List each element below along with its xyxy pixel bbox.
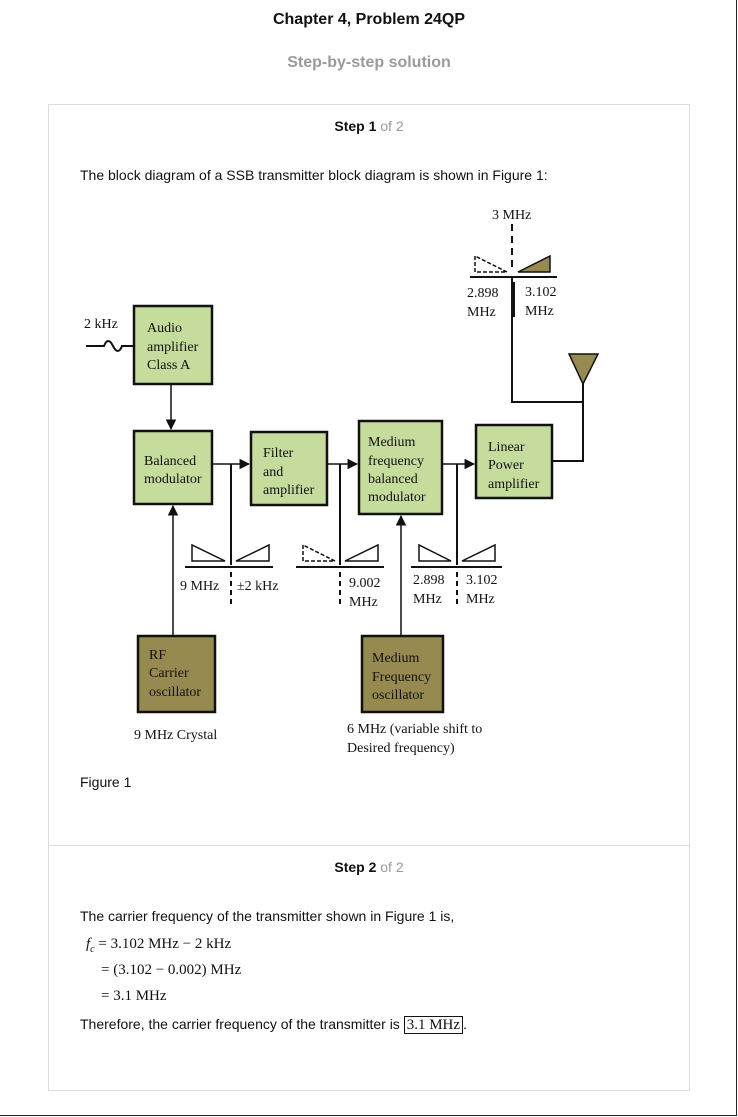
page-subtitle: Step-by-step solution (287, 54, 451, 71)
balanced-modulator-block (132, 429, 214, 506)
mf-balanced-modulator-label: Medium frequency balanced modulator (368, 435, 427, 505)
balanced-modulator-label: Balanced modulator (144, 454, 202, 487)
filter-amplifier-label: Filter and amplifier (263, 446, 315, 498)
step-divider (48, 845, 690, 846)
step-1-intro: The block diagram of a SSB transmitter b… (80, 167, 548, 183)
page-title: Chapter 4, Problem 24QP (272, 11, 466, 28)
step-1-label: Step 1 of 2 (48, 118, 690, 134)
conclusion-text: Therefore, the carrier frequency of the … (80, 1016, 400, 1032)
audio-amplifier-label: Audio amplifier Class A (147, 321, 202, 373)
step-1-of: of 2 (380, 118, 404, 134)
antenna-icon (567, 353, 600, 386)
equation-line-1: fc = 3.102 MHz − 2 kHz (86, 936, 231, 955)
sine-wave-icon (86, 340, 134, 352)
rf-oscillator-note: 9 MHz Crystal (134, 728, 217, 743)
equation-line-2: = (3.102 − 0.002) MHz (101, 962, 242, 978)
mf-balanced-modulator-block (357, 419, 444, 516)
figure-caption: Figure 1 (80, 774, 132, 790)
solution-card (48, 104, 690, 1091)
eq-subscript-c: c (90, 944, 95, 955)
output-spectrum-labels: 2.898 MHz 3.102 MHz (467, 285, 560, 320)
answer-box: 3.1 MHz (403, 1016, 464, 1034)
eq-1-rhs: = 3.102 MHz − 2 kHz (98, 936, 232, 952)
mf-oscillator-block (360, 634, 445, 714)
equation-line-3: = 3.1 MHz (101, 988, 167, 1004)
step-2-number: Step 2 (334, 859, 377, 875)
step-2-intro: The carrier frequency of the transmitter… (80, 908, 455, 924)
step-2-label: Step 2 of 2 (48, 859, 690, 875)
conclusion-end: . (463, 1016, 467, 1032)
filter-amplifier-block (249, 430, 329, 507)
eq-symbol-f: f (86, 936, 91, 952)
mf-oscillator-label: Medium Frequency oscillator (372, 651, 435, 703)
step-2-of: of 2 (380, 859, 404, 875)
input-freq-label: 2 kHz (84, 317, 118, 332)
mf-oscillator-note: 6 MHz (variable shift to Desired frequen… (347, 722, 486, 756)
step-2-conclusion: Therefore, the carrier frequency of the … (80, 1016, 467, 1034)
spectrum-3-labels: 2.898 MHz 3.102 MHz (413, 573, 501, 607)
spectrum-2-labels: 9.002 MHz (349, 576, 384, 610)
output-center-freq: 3 MHz (492, 208, 531, 223)
rf-carrier-oscillator-label: RF Carrier oscillator (149, 648, 201, 700)
linear-power-amplifier-label: Linear Power amplifier (488, 440, 540, 492)
audio-amplifier-block (132, 304, 214, 386)
spectrum-1-labels: 9 MHz ±2 kHz (180, 579, 279, 594)
rf-carrier-oscillator-block (136, 634, 217, 714)
step-1-number: Step 1 (334, 118, 377, 134)
